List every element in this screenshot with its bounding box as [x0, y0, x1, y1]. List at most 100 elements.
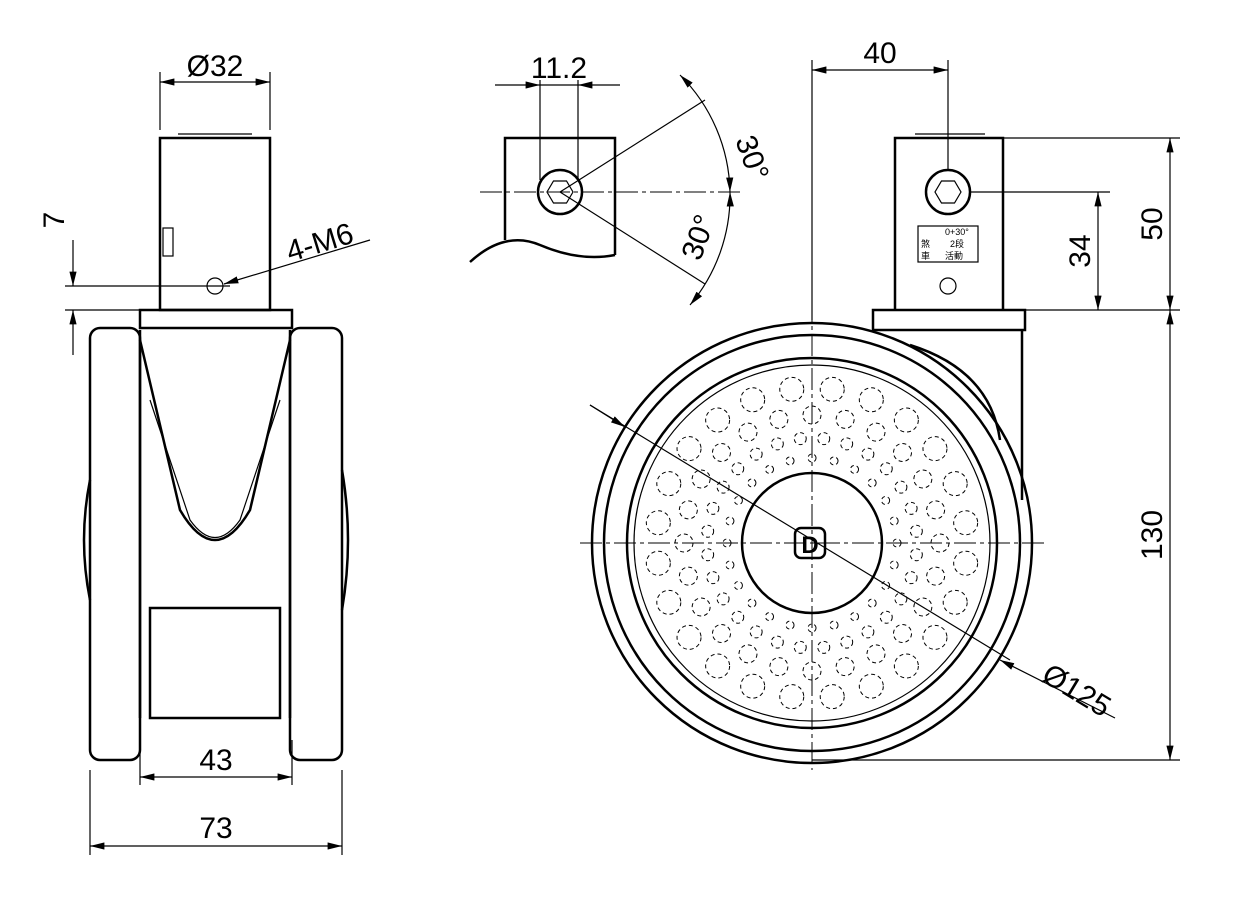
tread-hole	[889, 516, 899, 526]
tread-hole	[926, 500, 946, 520]
label-angle: 0+30°	[945, 227, 969, 237]
tread-hole	[894, 592, 908, 606]
tread-hole	[807, 623, 817, 633]
label-brake-1: 煞	[921, 238, 930, 249]
label-two-stage: 2段	[950, 238, 964, 249]
tread-hole	[656, 589, 682, 615]
tread-hole	[893, 624, 913, 644]
dim-thread-callout: 4-M6	[282, 217, 357, 269]
tread-hole	[858, 387, 884, 413]
tread-hole	[904, 501, 918, 515]
tread-hole	[867, 478, 877, 488]
tread-hole	[953, 550, 979, 576]
tread-hole	[785, 620, 795, 630]
tread-hole	[817, 432, 831, 446]
tread-hole	[731, 610, 745, 624]
dim-angle-upper: 30°	[728, 131, 775, 185]
tread-hole	[747, 478, 757, 488]
logo: D	[801, 532, 818, 559]
tread-hole	[656, 471, 682, 497]
tread-hole	[793, 432, 807, 446]
tread-hole	[953, 510, 979, 536]
dim-wheel-diameter: Ø125	[1036, 658, 1116, 724]
tread-hole	[701, 548, 715, 562]
tread-hole	[909, 548, 923, 562]
tread-hole	[733, 581, 743, 590]
tread-hole	[913, 469, 933, 489]
tread-hole	[733, 496, 743, 505]
tread-hole	[858, 673, 884, 699]
tread-hole	[706, 501, 720, 515]
tread-hole	[779, 376, 805, 402]
tread-hole	[738, 422, 758, 442]
tread-hole	[740, 387, 766, 413]
tread-hole	[881, 581, 891, 590]
dim-hole-height: 34	[1064, 234, 1097, 267]
tread-hole	[769, 409, 789, 429]
tread-hole	[926, 566, 946, 586]
front-view: Ø32 43 73 7 4-M6	[38, 50, 371, 855]
tread-hole	[881, 496, 891, 505]
tread-hole	[765, 464, 774, 474]
tread-hole	[731, 462, 745, 476]
tread-hole	[819, 376, 845, 402]
tread-hole	[904, 571, 918, 585]
tread-hole	[922, 624, 948, 650]
dim-inner-width: 43	[199, 744, 232, 777]
tread-hole	[705, 653, 731, 679]
tread-hole	[749, 625, 763, 639]
side-view: 0+30° 煞 車 2段 活動 D Ø125 40 50 34 130	[580, 37, 1180, 770]
tread-hole	[645, 510, 671, 536]
tread-hole	[922, 436, 948, 462]
tread-hole	[942, 471, 968, 497]
tread-hole	[829, 456, 839, 466]
tread-hole	[765, 612, 774, 622]
dim-wheel-height: 130	[1136, 510, 1169, 560]
tread-hole	[691, 469, 711, 489]
tread-hole	[793, 640, 807, 654]
tread-hole	[769, 657, 789, 677]
tread-hole	[840, 635, 854, 649]
tread-hole	[866, 644, 886, 664]
tread-hole	[749, 447, 763, 461]
tread-hole	[676, 436, 702, 462]
tread-hole	[740, 673, 766, 699]
tread-hole	[706, 571, 720, 585]
tread-hole	[785, 456, 795, 466]
tread-hole	[678, 566, 698, 586]
tread-hole	[711, 442, 731, 462]
tread-hole	[861, 625, 875, 639]
tread-hole	[840, 437, 854, 451]
tread-hole	[705, 407, 731, 433]
tread-hole	[889, 560, 899, 570]
tread-hole	[835, 657, 855, 677]
dim-stem-diameter: Ø32	[187, 50, 244, 83]
tread-hole	[909, 524, 923, 538]
tread-hole	[861, 447, 875, 461]
tread-hole	[893, 653, 919, 679]
tread-hole	[879, 462, 893, 476]
tread-hole	[850, 464, 859, 474]
tread-hole	[850, 612, 859, 622]
dim-stem-height: 50	[1136, 207, 1169, 240]
label-swivel: 活動	[945, 250, 963, 261]
tread-hole	[894, 480, 908, 494]
tread-hole	[701, 524, 715, 538]
dim-hex-width: 11.2	[531, 52, 587, 85]
tread-hole	[691, 597, 711, 617]
tread-hole	[829, 620, 839, 630]
tread-hole	[879, 610, 893, 624]
tread-hole	[770, 635, 784, 649]
tread-hole	[893, 407, 919, 433]
tread-hole	[747, 598, 757, 608]
tread-hole	[678, 500, 698, 520]
dim-hole-offset: 7	[38, 212, 71, 229]
tread-hole	[770, 437, 784, 451]
tread-hole	[716, 592, 730, 606]
dim-angle-lower: 30°	[676, 210, 723, 264]
dim-offset: 40	[863, 37, 896, 70]
tread-hole	[676, 624, 702, 650]
tread-hole	[866, 422, 886, 442]
tread-hole	[942, 589, 968, 615]
